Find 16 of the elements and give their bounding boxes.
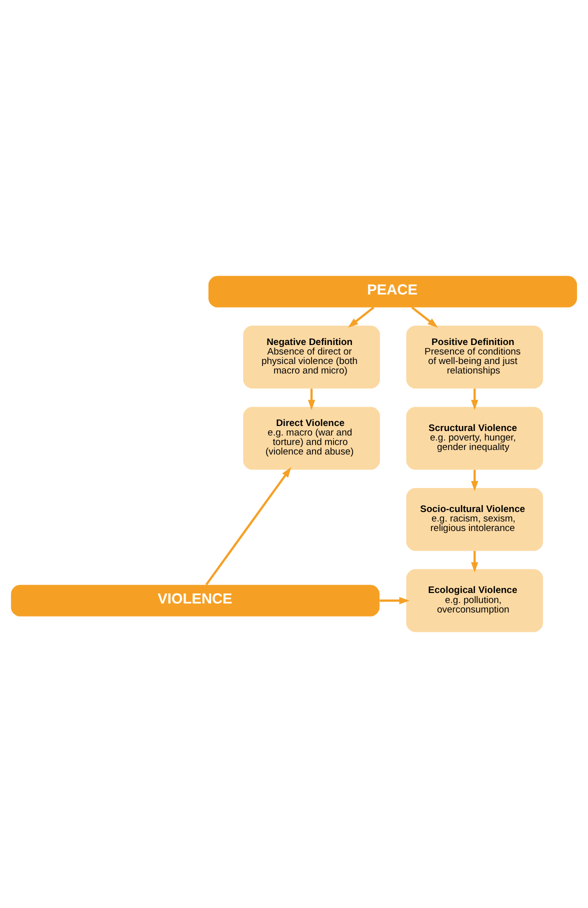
node-box: Ecological Violence e.g. pollution, overconsumption xyxy=(406,569,543,632)
node-box: VIOLENCE xyxy=(10,584,380,616)
arrow xyxy=(308,388,316,410)
node-box: Direct Violence e.g. macro (war and torture) and micro (violence and abuse) xyxy=(243,406,380,470)
node-box: Socio-cultural Violence e.g. racism, sexism, religious intolerance xyxy=(406,488,543,551)
node-box: PEACE xyxy=(208,276,578,308)
node-box: Scructural Violence e.g. poverty, hunger, gender inequality xyxy=(406,406,543,470)
arrow xyxy=(348,306,374,328)
arrow xyxy=(471,551,478,572)
arrow xyxy=(205,467,292,586)
arrow xyxy=(471,388,478,410)
arrow xyxy=(471,470,478,492)
node-box: Negative Definition Absence of direct or physical violence (both macro and micro) xyxy=(243,326,380,389)
arrow xyxy=(411,306,438,328)
arrow xyxy=(380,597,410,604)
node-box: Positive Definition Presence of conditions of well-being and just relationships xyxy=(406,326,543,389)
